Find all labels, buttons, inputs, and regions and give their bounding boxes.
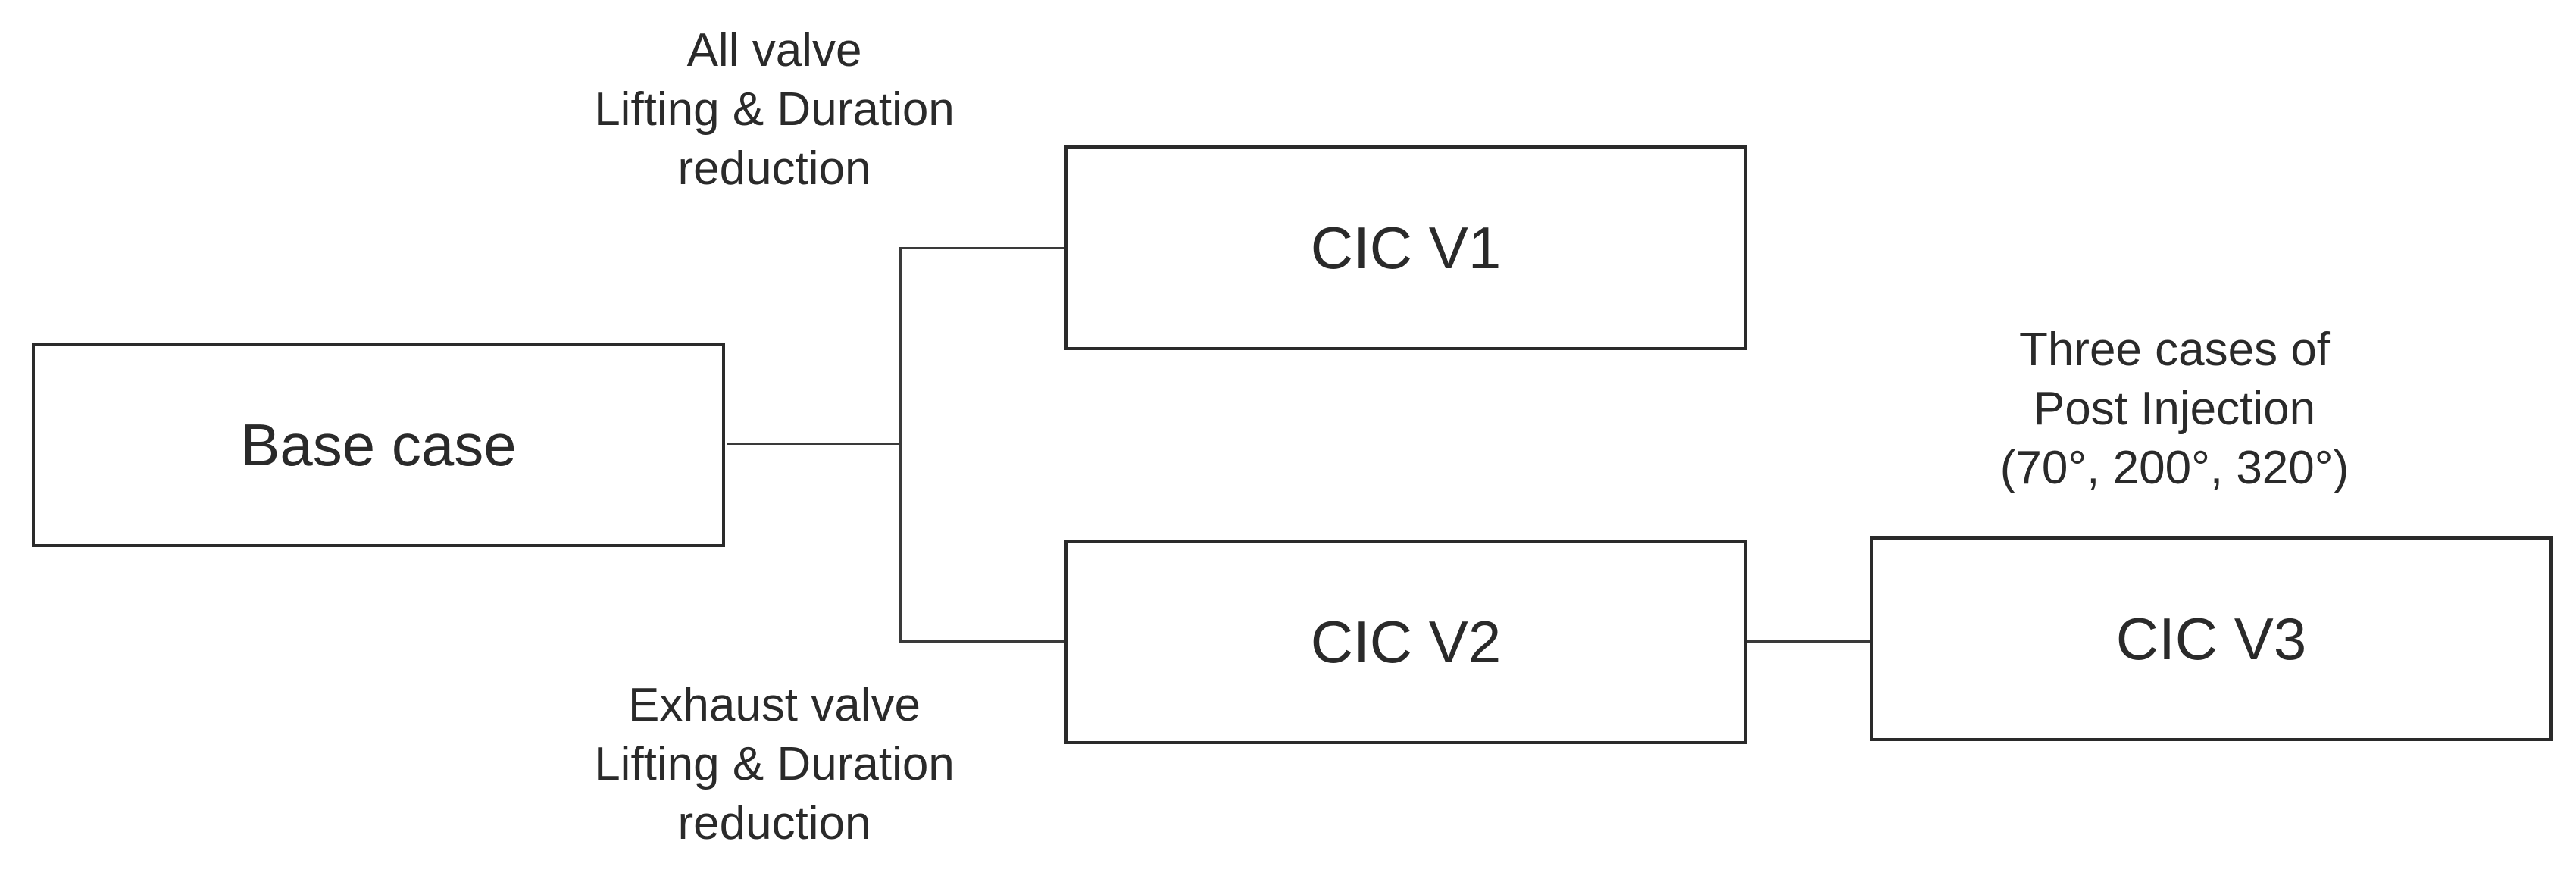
- annotation-v2: Exhaust valve Lifting & Duration reducti…: [547, 676, 1002, 853]
- annotation-v1-line-3: reduction: [677, 142, 871, 195]
- node-base-case-label: Base case: [240, 411, 517, 478]
- node-cic-v3: CIC V3: [1870, 536, 2553, 741]
- edge-branch-to-v1: [899, 247, 1064, 249]
- annotation-v3-line-1: Three cases of: [2018, 324, 2331, 376]
- annotation-v3: Three cases of Post Injection (70°, 200°…: [1932, 321, 2417, 498]
- edge-branch-to-v2: [899, 640, 1064, 643]
- node-cic-v2-label: CIC V2: [1310, 608, 1502, 675]
- node-cic-v2: CIC V2: [1064, 540, 1747, 744]
- annotation-v2-line-2: Lifting & Duration: [594, 738, 955, 790]
- node-cic-v1: CIC V1: [1064, 145, 1747, 350]
- edge-branch-vertical: [899, 248, 902, 642]
- annotation-v3-line-3: (70°, 200°, 320°): [1999, 442, 2349, 494]
- node-cic-v3-label: CIC V3: [2115, 605, 2307, 672]
- annotation-v1: All valve Lifting & Duration reduction: [547, 21, 1002, 199]
- annotation-v1-line-2: Lifting & Duration: [594, 83, 955, 136]
- node-base-case: Base case: [32, 343, 725, 547]
- annotation-v2-line-3: reduction: [677, 797, 871, 849]
- annotation-v2-line-1: Exhaust valve: [628, 679, 921, 731]
- annotation-v1-line-1: All valve: [686, 24, 862, 77]
- node-cic-v1-label: CIC V1: [1310, 214, 1502, 281]
- annotation-v3-line-2: Post Injection: [2033, 383, 2316, 435]
- edge-base-to-branch: [727, 443, 901, 445]
- edge-v2-to-v3: [1746, 640, 1870, 643]
